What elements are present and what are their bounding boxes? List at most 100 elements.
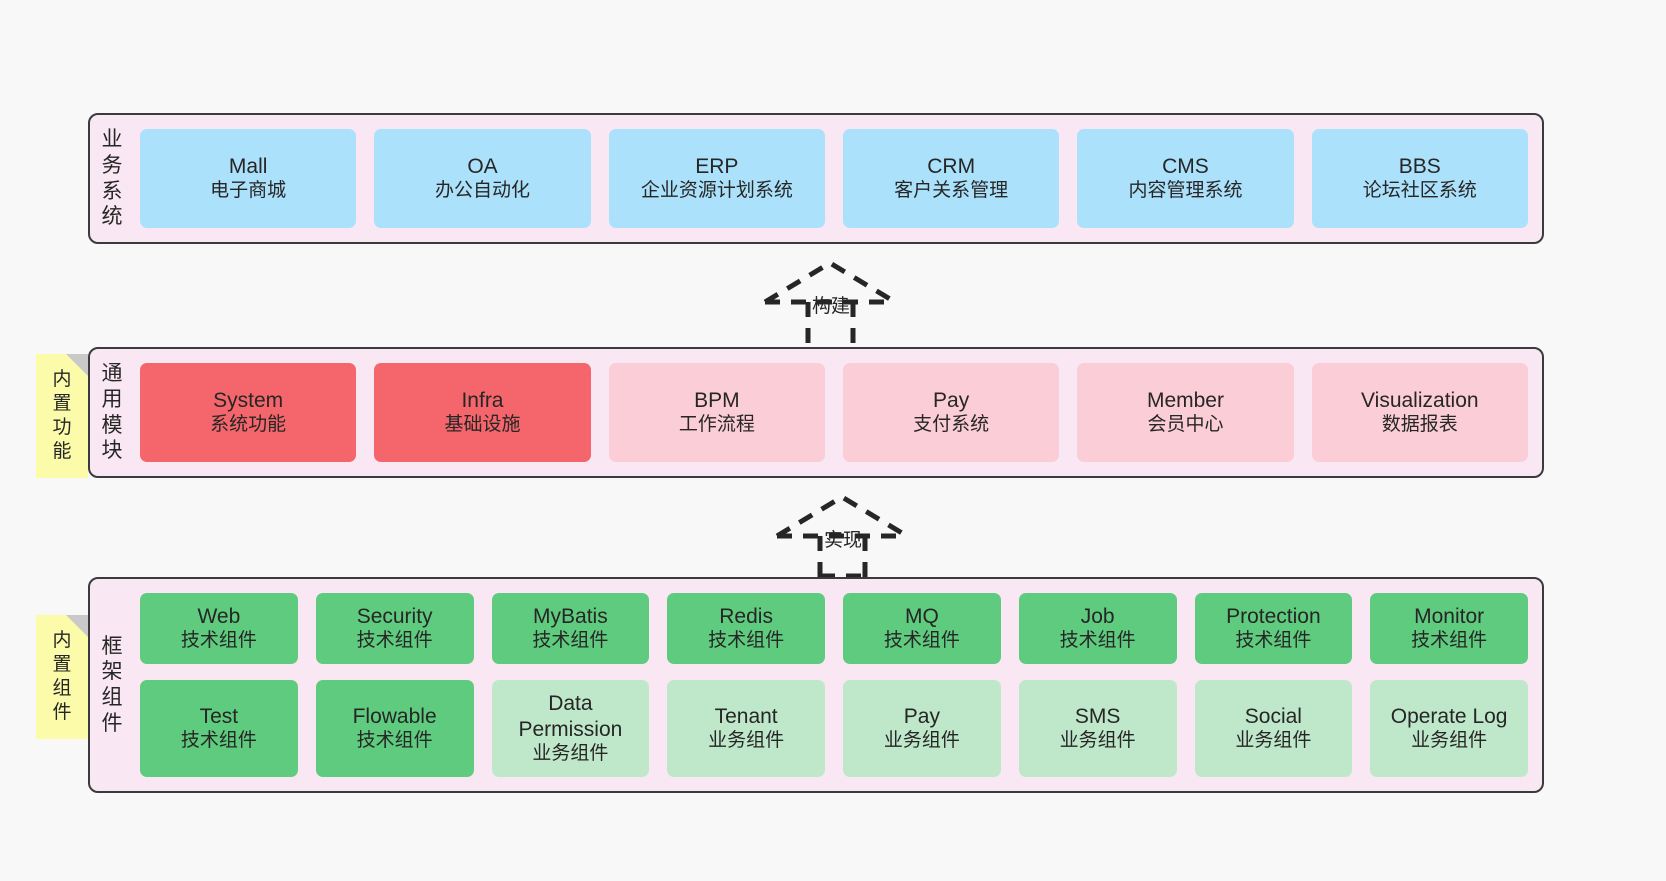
card-title-cn: 技术组件 — [180, 630, 257, 652]
card-oa[interactable]: OA 办公自动化 — [374, 129, 591, 228]
card-title-en: SMS — [1074, 704, 1121, 728]
card-title-cn: 业务组件 — [883, 730, 960, 752]
card-job[interactable]: Job 技术组件 — [1018, 593, 1177, 665]
card-title-en: Flowable — [352, 704, 437, 728]
card-title-cn: 内容管理系统 — [1128, 180, 1243, 202]
card-title-en: MyBatis — [533, 604, 608, 628]
card-title-en: Data Permission — [518, 692, 623, 741]
card-title-cn: 支付系统 — [913, 414, 990, 436]
note-char: 组 — [52, 678, 72, 699]
card-title-en: Job — [1080, 604, 1115, 628]
card-title-cn: 技术组件 — [1059, 630, 1136, 652]
card-title-cn: 业务组件 — [708, 730, 785, 752]
note-builtin-features: 内 置 功 能 — [36, 354, 88, 478]
layer-title-char: 统 — [101, 205, 123, 229]
card-title-en: Redis — [719, 604, 773, 628]
card-system[interactable]: System 系统功能 — [140, 363, 357, 462]
card-title-en: Infra — [461, 388, 504, 412]
card-monitor[interactable]: Monitor 技术组件 — [1370, 593, 1528, 665]
card-bpm[interactable]: BPM 工作流程 — [608, 363, 825, 462]
note-builtin-components: 内 置 组 件 — [36, 615, 88, 739]
layer-title-char: 业 — [101, 128, 123, 152]
note-char: 件 — [52, 701, 72, 723]
card-title-en: Mall — [228, 154, 268, 178]
card-mall[interactable]: Mall 电子商城 — [140, 129, 357, 228]
card-visualization[interactable]: Visualization 数据报表 — [1311, 363, 1528, 462]
card-protection[interactable]: Protection 技术组件 — [1194, 593, 1353, 665]
card-title-cn: 技术组件 — [883, 630, 960, 652]
connector-build-label: 构建 — [812, 296, 851, 317]
card-title-en: Social — [1244, 704, 1302, 728]
card-title-cn: 业务组件 — [1059, 730, 1136, 752]
card-operate-log[interactable]: Operate Log 业务组件 — [1370, 680, 1528, 778]
layer-title-common-modules: 通 用 模 块 — [90, 349, 134, 476]
card-pay-module[interactable]: Pay 支付系统 — [842, 363, 1060, 462]
card-title-en: Web — [197, 604, 241, 628]
card-crm[interactable]: CRM 客户关系管理 — [842, 129, 1060, 228]
card-title-en: BBS — [1398, 154, 1441, 178]
card-title-en: OA — [467, 154, 498, 178]
card-social[interactable]: Social 业务组件 — [1194, 680, 1353, 778]
card-security[interactable]: Security 技术组件 — [315, 593, 474, 665]
note-fold-icon — [66, 615, 88, 637]
card-title-cn: 论坛社区系统 — [1362, 180, 1477, 202]
card-flowable[interactable]: Flowable 技术组件 — [315, 680, 474, 778]
card-mybatis[interactable]: MyBatis 技术组件 — [491, 593, 650, 665]
card-row: System 系统功能 Infra 基础设施 BPM 工作流程 Pay 支付系统… — [140, 363, 1528, 462]
card-sms[interactable]: SMS 业务组件 — [1018, 680, 1177, 778]
card-pay-component[interactable]: Pay 业务组件 — [843, 680, 1001, 778]
card-title-en: Operate Log — [1390, 704, 1508, 728]
card-cms[interactable]: CMS 内容管理系统 — [1077, 129, 1294, 228]
card-title-cn: 工作流程 — [678, 414, 755, 436]
card-title-cn: 技术组件 — [1235, 630, 1312, 652]
layer-title-char: 件 — [101, 711, 123, 735]
card-title-cn: 会员中心 — [1147, 414, 1224, 436]
connector-implement: 实现 — [772, 492, 922, 580]
dashed-generalization-arrow-icon — [775, 494, 909, 579]
layer-framework-components: 框 架 组 件 Web 技术组件 Security 技术组件 MyBatis 技… — [88, 577, 1544, 793]
layer-title-char: 通 — [101, 362, 123, 386]
card-tenant[interactable]: Tenant 业务组件 — [667, 680, 825, 778]
dashed-generalization-arrow-icon — [763, 260, 897, 357]
card-title-en: Member — [1146, 388, 1224, 412]
card-grid-framework: Web 技术组件 Security 技术组件 MyBatis 技术组件 Redi… — [134, 579, 1542, 791]
layer-common-modules: 通 用 模 块 System 系统功能 Infra 基础设施 BPM 工作流程 — [88, 347, 1544, 478]
card-member[interactable]: Member 会员中心 — [1077, 363, 1294, 462]
note-fold-icon — [66, 354, 88, 376]
card-title-cn: 技术组件 — [180, 730, 257, 752]
card-row: Test 技术组件 Flowable 技术组件 Data Permission … — [140, 680, 1528, 778]
card-title-en: Security — [356, 604, 433, 628]
card-title-cn: 技术组件 — [1411, 630, 1488, 652]
card-title-cn: 客户关系管理 — [894, 180, 1009, 202]
card-erp[interactable]: ERP 企业资源计划系统 — [608, 129, 825, 228]
card-test[interactable]: Test 技术组件 — [140, 680, 298, 778]
card-title-cn: 业务组件 — [1235, 730, 1312, 752]
card-title-cn: 电子商城 — [210, 180, 287, 202]
card-title-en: Pay — [903, 704, 940, 728]
card-grid-common-modules: System 系统功能 Infra 基础设施 BPM 工作流程 Pay 支付系统… — [134, 349, 1542, 476]
card-title-en: Protection — [1226, 604, 1321, 628]
card-title-cn: 数据报表 — [1381, 414, 1458, 436]
layer-title-char: 系 — [101, 179, 123, 203]
card-bbs[interactable]: BBS 论坛社区系统 — [1311, 129, 1528, 228]
card-mq[interactable]: MQ 技术组件 — [843, 593, 1001, 665]
connector-build: 构建 — [760, 258, 910, 358]
card-title-en: Tenant — [714, 704, 778, 728]
layer-title-business: 业 务 系 统 — [90, 115, 134, 242]
card-data-permission[interactable]: Data Permission 业务组件 — [491, 680, 650, 778]
card-infra[interactable]: Infra 基础设施 — [374, 363, 591, 462]
layer-title-char: 模 — [101, 413, 123, 437]
layer-title-char: 务 — [101, 153, 123, 177]
card-title-cn: 技术组件 — [708, 630, 785, 652]
card-title-cn: 系统功能 — [210, 414, 287, 436]
note-char: 功 — [52, 417, 72, 438]
card-title-en: ERP — [695, 154, 739, 178]
layer-business-system: 业 务 系 统 Mall 电子商城 OA 办公自动化 ERP 企业资源计划系统 — [88, 113, 1544, 244]
card-title-en: CMS — [1162, 154, 1209, 178]
note-char: 能 — [52, 440, 72, 462]
card-web[interactable]: Web 技术组件 — [140, 593, 298, 665]
card-title-cn: 办公自动化 — [434, 180, 530, 202]
card-title-cn: 业务组件 — [532, 743, 609, 765]
card-redis[interactable]: Redis 技术组件 — [667, 593, 825, 665]
